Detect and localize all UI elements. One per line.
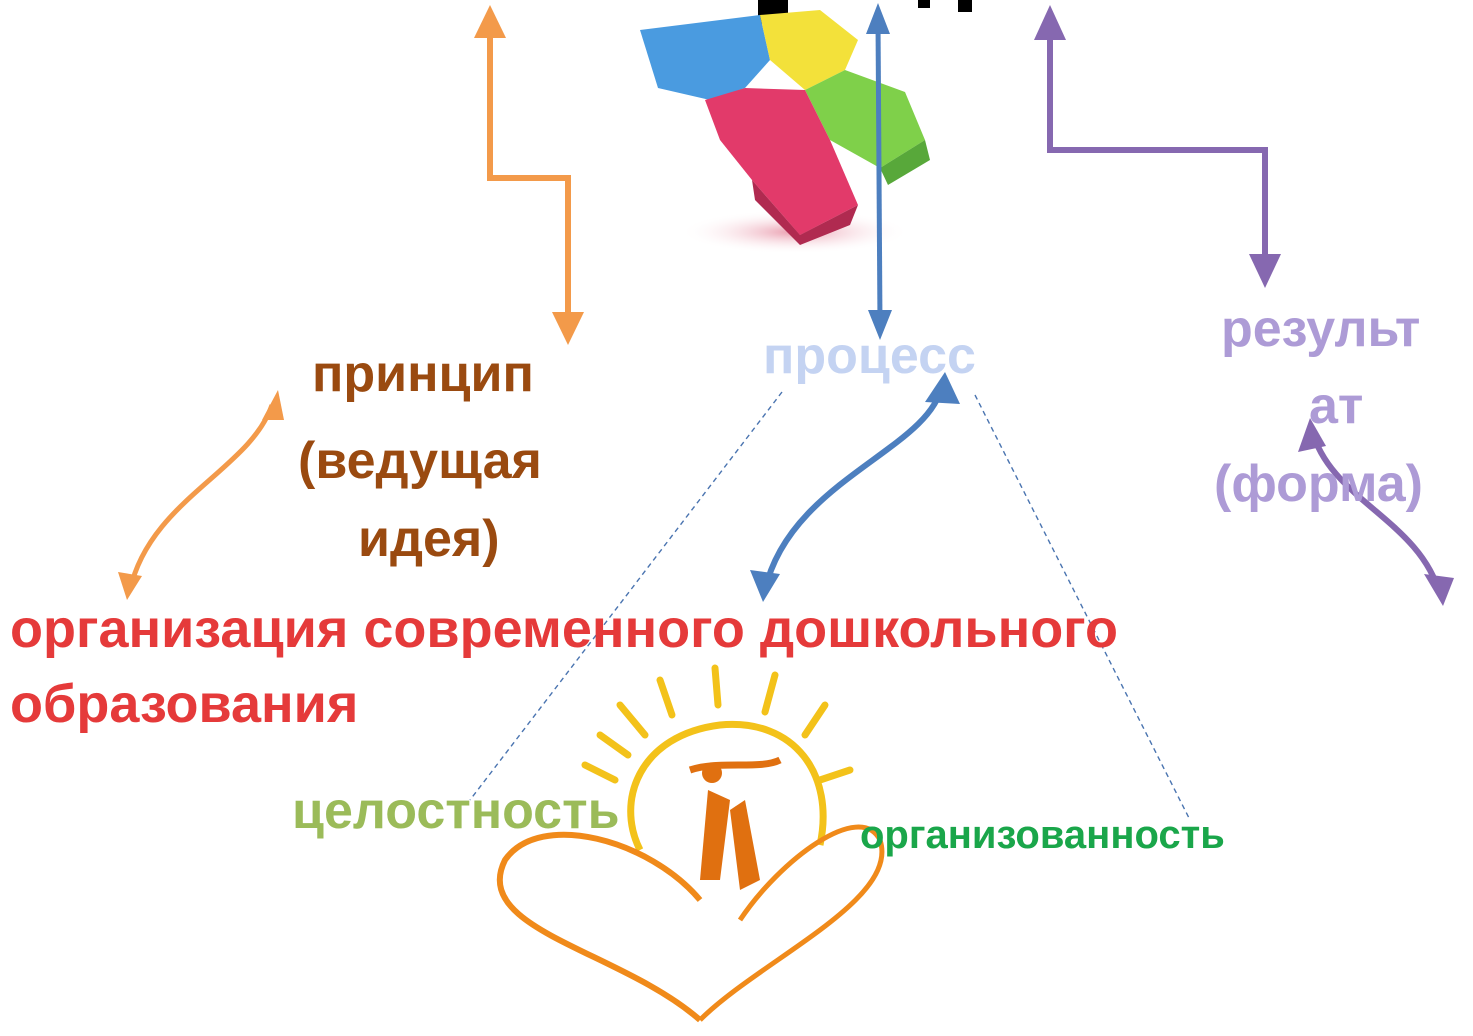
orange-curve-head-top xyxy=(262,390,284,420)
blue-arrowhead-up xyxy=(866,3,890,34)
orange-curve-head-bottom xyxy=(118,572,142,600)
orange-arrowhead-down xyxy=(552,312,584,345)
blue-curve-head-bottom xyxy=(750,570,780,602)
idea-label-line2: идея) xyxy=(358,510,500,568)
blue-arrow-process xyxy=(875,19,883,326)
principle-label: принцип xyxy=(312,345,534,403)
purple-arrow-result xyxy=(1047,20,1268,270)
puzzle-icon xyxy=(640,10,930,254)
result-label-line1: результ xyxy=(1221,300,1421,358)
orange-arrowhead-up xyxy=(474,5,506,38)
blue-arrowhead-down xyxy=(868,310,892,340)
purple-arrowhead-down xyxy=(1249,254,1281,288)
blue-curve-head-top xyxy=(925,372,960,404)
purple-curve-arrow xyxy=(1309,429,1443,596)
purple-curve-head-top xyxy=(1298,418,1326,452)
orange-curve-arrow xyxy=(127,404,275,591)
organization-label-line2: образования xyxy=(10,674,359,734)
organization-label-line1: организация современного дошкольного xyxy=(10,599,1118,659)
integrity-label: целостность xyxy=(292,782,620,840)
result-label-line3: (форма) xyxy=(1214,455,1423,513)
process-label: процесс xyxy=(763,327,976,385)
orange-arrow-principle xyxy=(487,20,571,330)
dashed-line-right xyxy=(974,394,1191,821)
purple-arrowhead-up xyxy=(1034,5,1066,40)
idea-label-line1: (ведущая xyxy=(298,432,542,490)
organization-quality-label: организованность xyxy=(860,813,1225,857)
purple-curve-head-bottom xyxy=(1424,574,1454,606)
blue-curve-arrow xyxy=(762,384,945,591)
sun-family-heart-logo xyxy=(496,664,885,1023)
result-label-line2: ат xyxy=(1309,377,1364,435)
dashed-line-left xyxy=(469,391,783,801)
